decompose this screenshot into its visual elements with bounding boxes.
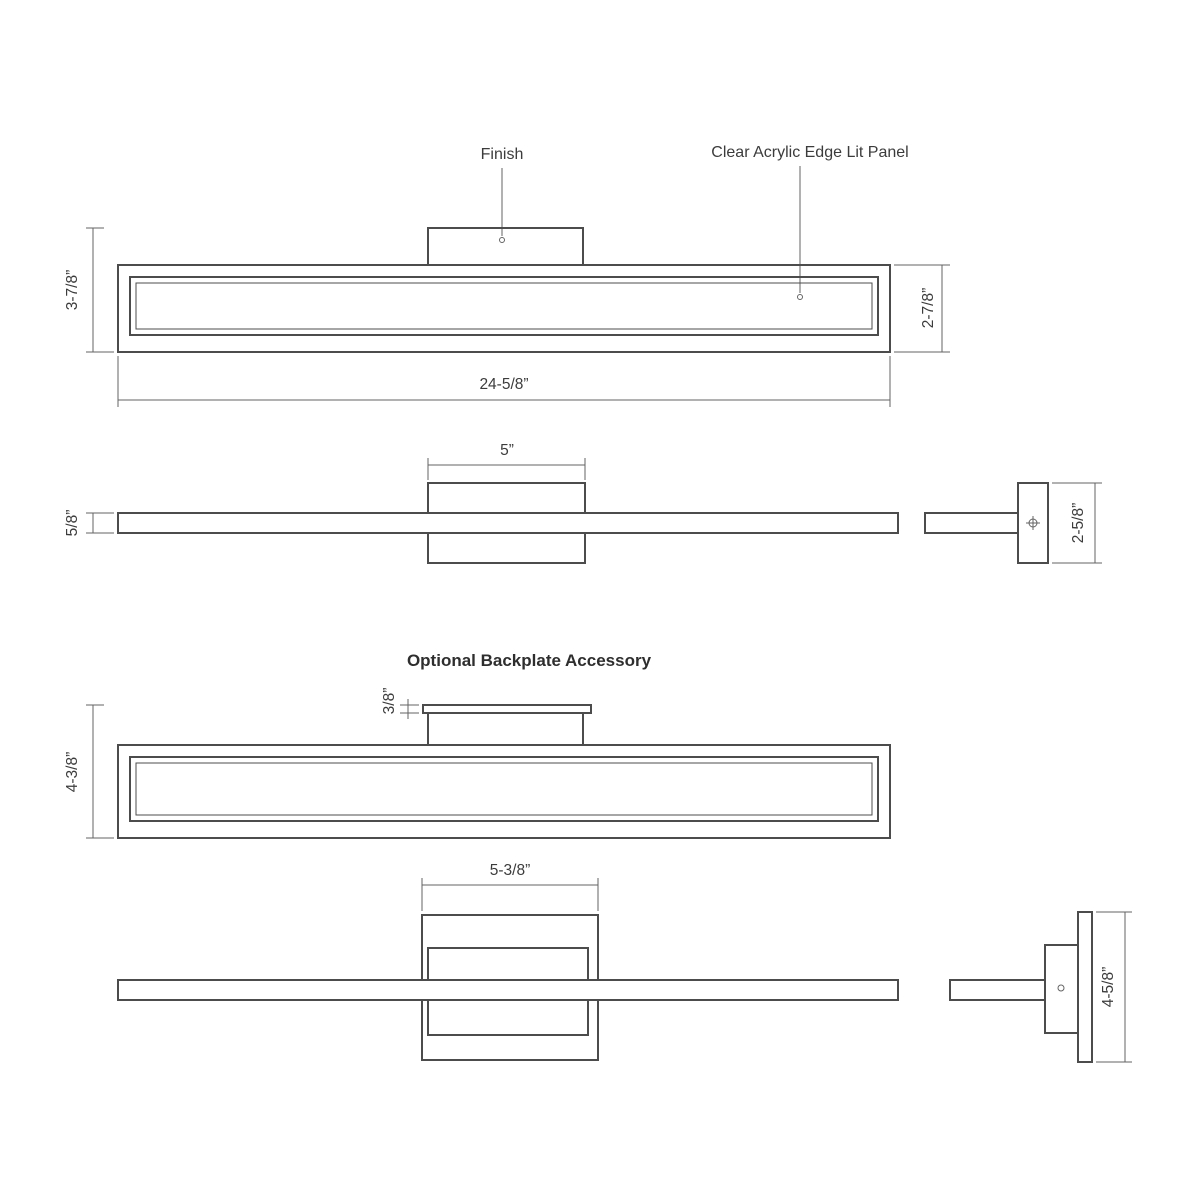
panel-frame-outline	[129, 276, 879, 336]
panel-frame-outline	[129, 756, 879, 822]
side-plate-outline	[1017, 482, 1049, 564]
dim-body-height-text: 2-7/8”	[920, 288, 937, 329]
side-bar-outline	[924, 512, 1019, 534]
panel-inner-outline	[135, 762, 873, 816]
dim-backplate-width-text: 5”	[500, 442, 514, 459]
dim-overall-width-text: 24-5/8”	[479, 376, 528, 393]
screw-icon	[1026, 516, 1040, 530]
mount-plate-outline	[427, 227, 584, 266]
light-bar-outline	[117, 512, 899, 534]
dim-body-height: 2-7/8”	[894, 264, 950, 353]
dim-side-depth: 2-5/8”	[1052, 482, 1102, 564]
accessory-backplate-outline	[422, 704, 592, 714]
side-profile: 2-5/8”	[924, 482, 1102, 564]
acrylic-panel-label: Clear Acrylic Edge Lit Panel	[711, 144, 908, 161]
dim-overall-width: 24-5/8”	[117, 356, 891, 407]
light-bar-outline	[117, 979, 899, 1001]
mounting-hole-icon	[1057, 984, 1065, 992]
dim-backplate-thickness: 3/8”	[381, 688, 419, 719]
panel-inner-outline	[135, 282, 873, 330]
dim-backplate-thickness-text: 3/8”	[381, 688, 398, 715]
side-mount-outline	[1044, 944, 1079, 1034]
fixture-body-outline	[117, 744, 891, 839]
accessory-side-profile: 4-5/8”	[949, 911, 1132, 1063]
dim-backplate-width: 5”	[427, 442, 586, 480]
accessory-title: Optional Backplate Accessory	[407, 651, 652, 670]
dim-accessory-overall-height-text: 4-3/8”	[64, 752, 81, 793]
dim-accessory-backplate-width: 5-3/8”	[421, 862, 599, 911]
dim-overall-height-text: 3-7/8”	[64, 270, 81, 311]
leader-dot-icon	[499, 237, 505, 243]
front-view: Finish Clear Acrylic Edge Lit Panel 3-7/…	[64, 144, 950, 407]
mount-plate-outline	[427, 712, 584, 746]
dim-accessory-side-height-text: 4-5/8”	[1100, 967, 1117, 1008]
dim-accessory-overall-height: 4-3/8”	[64, 704, 114, 839]
finish-leader	[499, 168, 505, 243]
panel-leader	[797, 166, 803, 300]
dim-accessory-backplate-width-text: 5-3/8”	[490, 862, 531, 879]
leader-dot-icon	[797, 294, 803, 300]
top-view: 5” 5/8” 2-5/8”	[64, 442, 1102, 564]
dim-bar-depth-text: 5/8”	[64, 510, 81, 537]
side-bar-outline	[949, 979, 1046, 1001]
accessory-front-view: Optional Backplate Accessory 3/8” 4-3/8”	[64, 651, 891, 839]
fixture-body-outline	[117, 264, 891, 353]
accessory-top-view: 5-3/8” 4-5/8”	[117, 862, 1132, 1063]
dim-side-depth-text: 2-5/8”	[1070, 503, 1087, 544]
dim-accessory-side-height: 4-5/8”	[1096, 911, 1132, 1063]
dim-bar-depth: 5/8”	[64, 510, 114, 537]
side-backplate-outline	[1077, 911, 1093, 1063]
dim-overall-height: 3-7/8”	[64, 227, 114, 353]
finish-label: Finish	[481, 146, 524, 163]
